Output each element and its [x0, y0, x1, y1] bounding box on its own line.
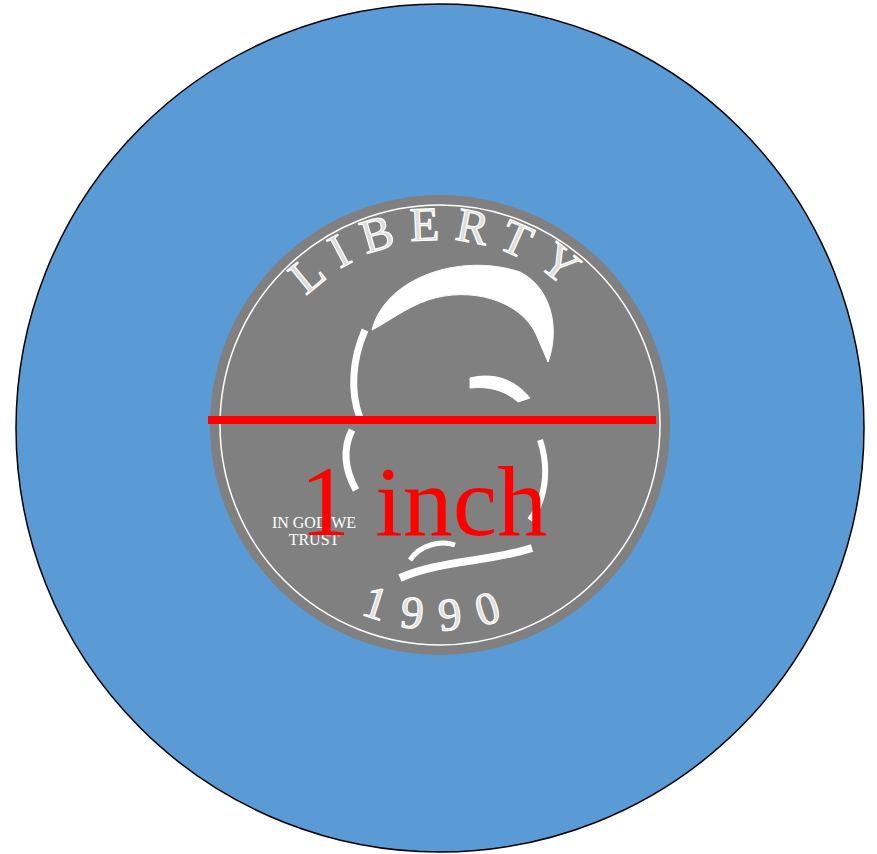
dimension-label: 1 inch — [300, 452, 547, 552]
coin-inscription: LIBERTY — [278, 196, 601, 303]
coin-rim — [210, 195, 670, 655]
portrait-hair — [372, 265, 553, 362]
portrait-ear — [470, 376, 530, 402]
dimension-line — [208, 416, 656, 424]
blue-disc — [16, 4, 864, 852]
coin-date-text: 1990 — [357, 575, 523, 641]
coin-date: 1990 — [357, 575, 523, 641]
coin-inscription-text: LIBERTY — [278, 196, 601, 303]
portrait-forehead — [354, 330, 365, 418]
